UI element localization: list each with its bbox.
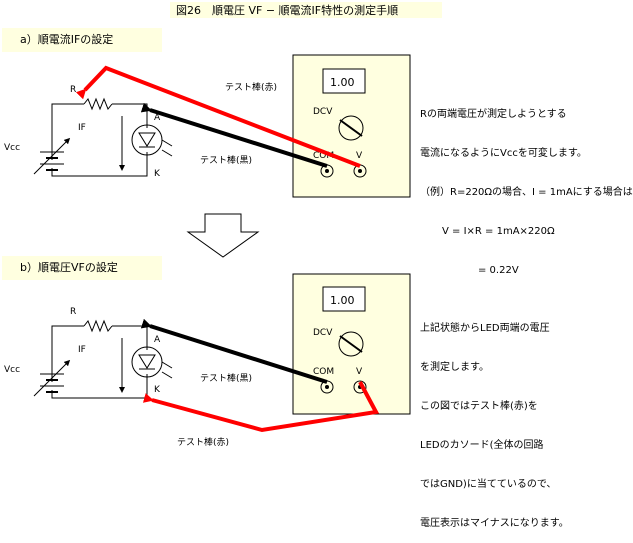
section-a: a）順電流IFの設定 R IF Vcc A K [2,28,411,198]
black-probe-label: テスト棒(黒) [200,372,252,384]
led-circle [131,346,163,378]
section-b-heading: b）順電圧VFの設定 [20,260,118,274]
note-line: この図ではテスト棒(赤)を [420,401,538,412]
v-label: V [356,367,363,377]
note-line: = 0.22V [478,265,519,276]
resistor-label: R [70,85,76,95]
note-line: を測定します。 [420,362,489,373]
note-line: ではGND)に当てているので、 [420,479,557,490]
section-b-circuit [33,319,173,399]
section-b-note: 上記状態からLED両端の電圧 を測定します。 この図ではテスト棒(赤)を LED… [420,296,569,543]
red-probe-line [75,65,361,168]
meter-reading: 1.00 [330,294,355,307]
diagram-title: 図26 順電圧 VF − 順電流IF特性の測定手順 [176,3,398,17]
section-a-meter [292,54,411,198]
current-label: IF [78,123,86,133]
led-circle [131,124,163,156]
black-probe-line [140,102,328,168]
meter-display [322,286,366,312]
red-probe-label: テスト棒(赤) [225,81,277,93]
com-label: COM [313,367,334,377]
note-line: 上記状態からLED両端の電圧 [420,323,550,334]
section-a-heading: a）順電流IFの設定 [20,32,113,46]
variable-arrow [33,137,71,175]
resistor-label: R [70,307,76,317]
meter-display [322,68,366,94]
black-probe-label: テスト棒(黒) [200,154,252,166]
title-bg [170,2,442,18]
v-jack [353,380,367,394]
meter-reading: 1.00 [330,76,355,89]
v-label: V [356,151,363,161]
variable-arrow [33,359,71,397]
anode-label: A [154,335,161,345]
meter-range: DCV [313,107,333,117]
cathode-label: K [154,385,161,395]
resistor-symbol [83,319,113,333]
section-a-heading-bg [2,28,162,52]
black-probe-line [140,318,328,384]
note-line: Rの両端電圧が測定しようとする [420,109,567,120]
range-dial [338,115,364,141]
note-line: （例）R=220Ωの場合、I = 1mAにする場合は [420,187,633,198]
led-symbol [138,354,156,369]
anode-label: A [154,113,161,123]
section-b-meter [292,273,411,415]
red-probe-label: テスト棒(赤) [177,436,229,448]
vcc-label: Vcc [4,365,20,375]
meter-range: DCV [313,328,333,338]
section-a-circuit [33,97,173,177]
current-label: IF [78,345,86,355]
measurement-diagram: 図26 順電圧 VF − 順電流IF特性の測定手順 a）順電流IFの設定 R I… [2,2,442,448]
resistor-symbol [83,97,113,111]
note-line: 電圧表示はマイナスになります。 [420,518,569,529]
section-a-note: Rの両端電圧が測定しようとする 電流になるようにVccを可変します。 （例）R=… [420,82,633,290]
vcc-label: Vcc [4,143,20,153]
range-dial [338,331,364,357]
red-probe-line [142,381,380,433]
led-symbol [138,132,156,147]
note-line: V = I×R = 1mA×220Ω [442,226,555,237]
step-down-arrow-icon [186,213,260,258]
section-b: b）順電圧VFの設定 R IF Vcc A K [2,256,411,448]
note-line: LEDのカソード(全体の回路 [420,440,544,451]
com-label: COM [313,151,334,161]
cathode-label: K [154,169,161,179]
note-line: 電流になるようにVccを可変します。 [420,148,587,159]
section-b-heading-bg [2,256,162,280]
